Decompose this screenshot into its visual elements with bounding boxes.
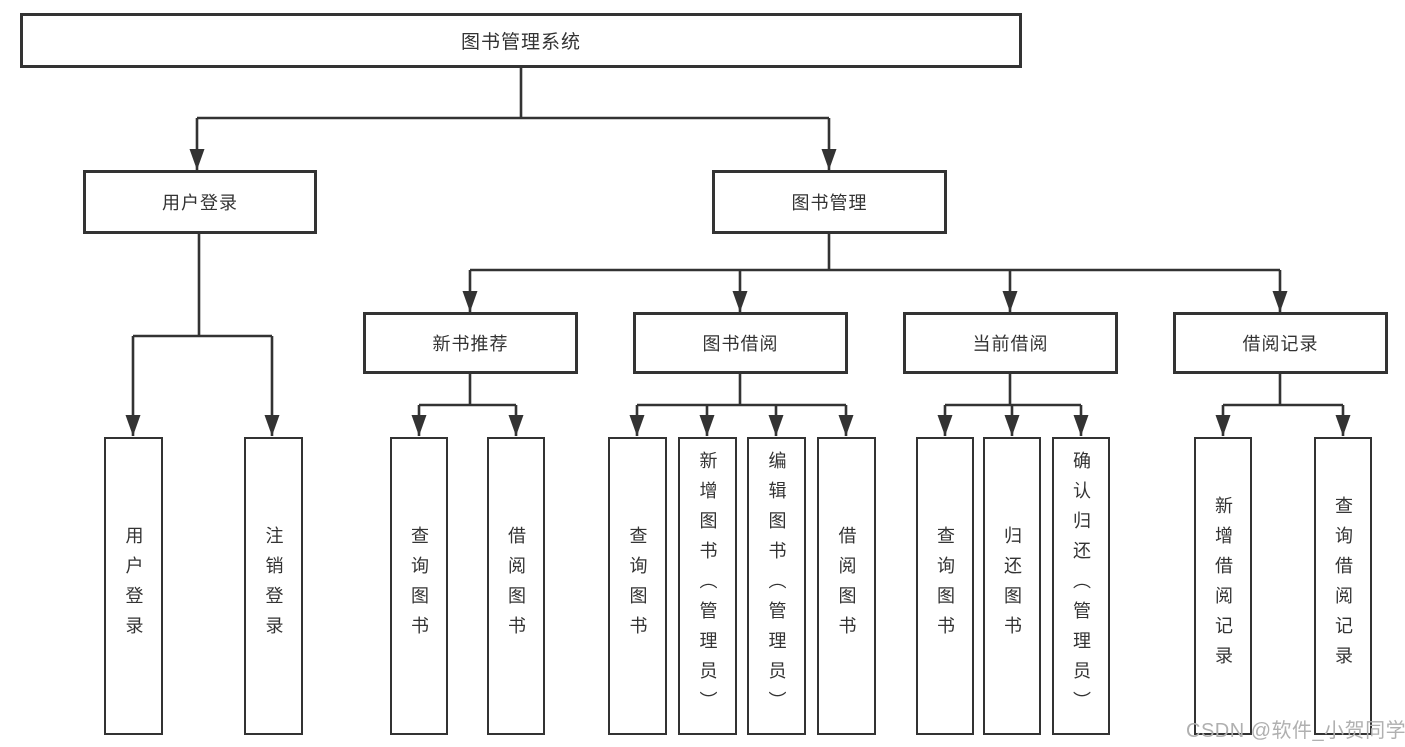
leaf-user-login-label: 用户登录	[123, 526, 144, 646]
node-current-borrowing: 当前借阅	[903, 312, 1118, 374]
leaf-logout: 注销登录	[244, 437, 303, 735]
connector-root	[195, 68, 831, 170]
leaf-edit-books-admin-label: 编辑图书（管理员）	[766, 451, 787, 721]
arrow-down-icon	[768, 415, 784, 436]
connector-book-management	[468, 234, 1282, 312]
leaf-query-books-current-label: 查询图书	[935, 526, 955, 646]
leaf-query-books-current: 查询图书	[916, 437, 974, 735]
leaf-add-borrow-record: 新增借阅记录	[1194, 437, 1252, 735]
node-book-management: 图书管理	[712, 170, 947, 234]
arrow-down-icon	[264, 415, 280, 436]
watermark: CSDN @软件_小贺同学	[1186, 720, 1405, 742]
node-new-book-recommendation: 新书推荐	[363, 312, 578, 374]
leaf-return-books-label: 归还图书	[1002, 526, 1022, 646]
node-borrowing-records: 借阅记录	[1173, 312, 1388, 374]
leaf-borrow-books-recommend: 借阅图书	[487, 437, 545, 735]
arrow-down-icon	[1004, 415, 1020, 436]
leaf-query-books-recommend: 查询图书	[390, 437, 448, 735]
leaf-borrow-books-recommend-label: 借阅图书	[506, 526, 526, 646]
arrow-down-icon	[1215, 415, 1231, 436]
leaf-user-login: 用户登录	[104, 437, 163, 735]
leaf-query-borrow-record: 查询借阅记录	[1314, 437, 1372, 735]
leaf-query-books-borrowing: 查询图书	[608, 437, 667, 735]
arrow-down-icon	[125, 415, 141, 436]
connector-borrowing-records	[1221, 374, 1345, 436]
leaf-edit-books-admin: 编辑图书（管理员）	[747, 437, 806, 735]
connector-new-book-recommendation	[417, 374, 518, 436]
connector-book-borrowing	[635, 374, 848, 436]
arrow-down-icon	[838, 415, 854, 436]
node-book-borrowing: 图书借阅	[633, 312, 848, 374]
leaf-confirm-return-admin: 确认归还（管理员）	[1052, 437, 1110, 735]
leaf-add-borrow-record-label: 新增借阅记录	[1213, 496, 1233, 676]
arrow-down-icon	[1002, 291, 1018, 312]
arrow-down-icon	[1073, 415, 1089, 436]
arrow-down-icon	[411, 415, 427, 436]
leaf-query-books-borrowing-label: 查询图书	[627, 526, 648, 646]
leaf-logout-label: 注销登录	[263, 526, 284, 646]
arrow-down-icon	[629, 415, 645, 436]
connector-user-login	[131, 234, 274, 436]
arrow-down-icon	[699, 415, 715, 436]
arrow-down-icon	[462, 291, 478, 312]
arrow-down-icon	[937, 415, 953, 436]
leaf-borrow-books: 借阅图书	[817, 437, 876, 735]
node-library-management-system: 图书管理系统	[20, 13, 1022, 68]
arrow-down-icon	[821, 149, 837, 170]
leaf-query-books-recommend-label: 查询图书	[409, 526, 429, 646]
node-user-login: 用户登录	[83, 170, 317, 234]
arrow-down-icon	[1272, 291, 1288, 312]
arrowheads	[125, 149, 1351, 436]
leaf-borrow-books-label: 借阅图书	[836, 526, 857, 646]
leaf-add-books-admin-label: 新增图书（管理员）	[697, 451, 718, 721]
leaf-add-books-admin: 新增图书（管理员）	[678, 437, 737, 735]
leaf-query-borrow-record-label: 查询借阅记录	[1333, 496, 1353, 676]
arrow-down-icon	[189, 149, 205, 170]
arrow-down-icon	[508, 415, 524, 436]
leaf-confirm-return-admin-label: 确认归还（管理员）	[1071, 451, 1091, 721]
arrow-down-icon	[732, 291, 748, 312]
arrow-down-icon	[1335, 415, 1351, 436]
leaf-return-books: 归还图书	[983, 437, 1041, 735]
